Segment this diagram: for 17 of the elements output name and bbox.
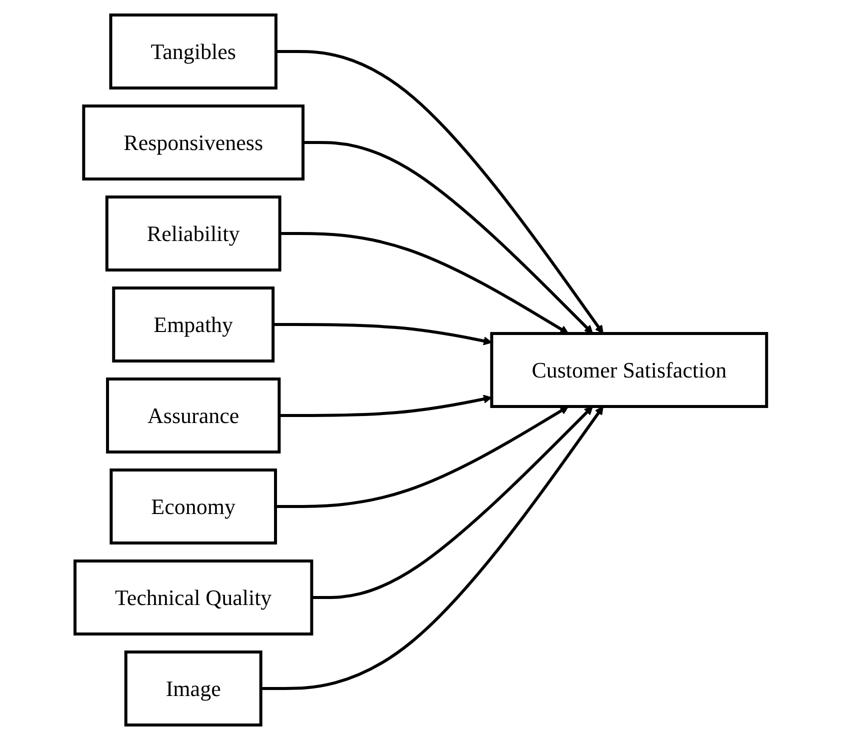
node-box: Empathy	[112, 286, 274, 362]
arrow	[272, 323, 492, 346]
arrow	[275, 406, 568, 508]
arrow	[302, 141, 593, 334]
arrow	[260, 406, 604, 690]
node-box: Image	[124, 650, 262, 726]
arrow	[311, 406, 593, 599]
arrow	[279, 232, 568, 334]
node-box: Reliability	[105, 196, 281, 272]
node-box: Tangibles	[108, 14, 278, 90]
node-box: Assurance	[106, 378, 280, 454]
node-box: Responsiveness	[82, 104, 304, 180]
arrow	[276, 50, 604, 334]
node-box: Customer Satisfaction	[490, 332, 768, 408]
arrow	[278, 394, 492, 417]
node-box: Economy	[109, 468, 277, 544]
node-box: Technical Quality	[73, 560, 313, 636]
